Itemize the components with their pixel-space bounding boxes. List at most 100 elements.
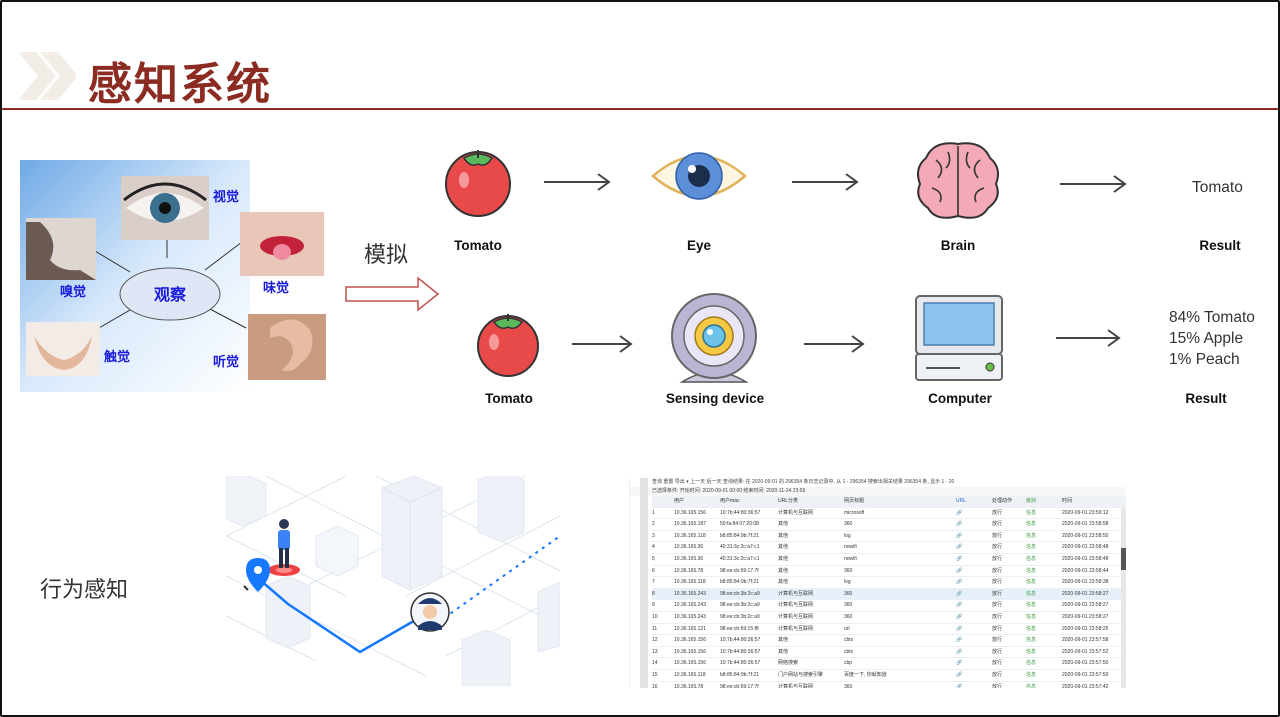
table-cell: 放行	[992, 590, 1003, 597]
table-header-cell: 时间	[1062, 498, 1073, 504]
table-cell: 🔗	[956, 509, 963, 516]
table-cell: 2020-09-01 23:58:27	[1062, 590, 1109, 597]
table-header-cell: 处理动作	[992, 498, 1013, 504]
table-cell: b8:85:84:9b:7f:21	[720, 579, 759, 586]
table-cell: 🔗	[956, 590, 963, 597]
result-line: 84% Tomato	[1169, 309, 1255, 326]
table-cell: 信息	[1026, 613, 1037, 620]
table-cell: 其他	[778, 637, 789, 644]
arrow-right-icon	[572, 335, 633, 353]
table-cell: 其他	[778, 567, 789, 574]
table-header-cell: 网页标题	[844, 498, 865, 504]
table-cell: 信息	[1026, 625, 1037, 632]
table-cell: 放行	[992, 579, 1003, 586]
webcam-sensor-icon	[671, 293, 757, 383]
senses-background	[20, 160, 326, 392]
machine-result-label: Result	[1185, 391, 1227, 406]
table-cell: 14	[652, 660, 658, 667]
table-cell: 10.36.165.118	[674, 671, 706, 678]
table-cell: 放行	[992, 521, 1003, 528]
arrow-right-icon	[544, 173, 611, 191]
table-cell: 8	[652, 590, 655, 597]
log-toolbar: 查询 重置 导出 ▾ 上一天 后一天 查询结果: 在 2020-09-01 的 …	[652, 479, 955, 485]
table-cell: 98:ee:cb:3b:2c:a9	[720, 590, 760, 597]
hands-photo-icon	[26, 322, 100, 376]
table-cell: 15	[652, 671, 658, 678]
table-cell: 2020-09-01 23:58:27	[1062, 602, 1109, 609]
table-cell: cbp	[844, 660, 853, 667]
table-cell: 2020-09-01 23:58:58	[1062, 521, 1109, 528]
taste-label: 味觉	[263, 281, 290, 296]
table-cell: 10.36.165.156	[674, 660, 706, 667]
table-cell: log	[844, 579, 851, 586]
isometric-route-illustration	[226, 476, 560, 686]
table-cell: 10.36.165.156	[674, 509, 706, 516]
chevron-decoration-icon	[18, 52, 76, 100]
table-cell: 98:ee:cb:69:17:7f	[720, 567, 759, 574]
table-cell: 网络搜索	[778, 660, 799, 667]
table-cell: 🔗	[956, 532, 963, 539]
table-cell: b8:85:84:9b:7f:21	[720, 532, 759, 539]
table-cell: 放行	[992, 648, 1003, 655]
arrow-right-icon	[1060, 175, 1127, 193]
table-cell: 10.36.165.78	[674, 683, 704, 689]
lips-photo-icon	[240, 212, 324, 276]
table-cell: 4	[652, 544, 655, 551]
tomato-icon	[477, 314, 539, 377]
human-result-text: Tomato	[1192, 179, 1243, 196]
table-cell: 放行	[992, 671, 1003, 678]
table-cell: 信息	[1026, 683, 1037, 689]
right-scrollbar[interactable]	[1121, 508, 1126, 688]
table-cell: cbtx	[844, 637, 854, 644]
table-cell: 2020-09-01 23:57:42	[1062, 683, 1109, 689]
police-avatar-icon	[410, 592, 450, 632]
table-header-cell: 级别	[1026, 498, 1037, 504]
table-cell: 🔗	[956, 521, 963, 528]
table-header-cell	[652, 496, 674, 507]
table-cell: 2020-09-01 23:57:52	[1062, 648, 1109, 655]
result-line: 1% Peach	[1169, 351, 1240, 368]
table-header-cell: 用户mac	[720, 498, 740, 504]
table-cell: 7	[652, 579, 655, 586]
machine-result-list: 84% Tomato 15% Apple 1% Peach	[1169, 307, 1255, 370]
table-cell: 信息	[1026, 637, 1037, 644]
table-cell: 信息	[1026, 579, 1037, 586]
table-cell: 50:fa:84:07:20:08	[720, 521, 759, 528]
eye-photo-icon	[121, 176, 209, 240]
table-cell: 10.36.165.156	[674, 648, 706, 655]
table-cell: 🔗	[956, 625, 963, 632]
table-cell: 2020-09-01 23:58:48	[1062, 544, 1109, 551]
table-cell: 360	[844, 683, 853, 689]
simulate-label: 模拟	[364, 243, 409, 268]
table-cell: nowifi	[844, 555, 857, 562]
table-cell: 信息	[1026, 555, 1037, 562]
table-cell: 3	[652, 532, 655, 539]
table-cell: 放行	[992, 602, 1003, 609]
arrow-right-icon	[804, 335, 865, 353]
table-cell: 信息	[1026, 671, 1037, 678]
table-cell: url	[844, 625, 850, 632]
table-cell: 信息	[1026, 648, 1037, 655]
table-cell: 门户网站与搜索引擎	[778, 671, 824, 678]
tomato-icon	[445, 150, 511, 217]
left-scrollbar[interactable]	[640, 478, 648, 688]
result-line: 15% Apple	[1169, 330, 1244, 347]
table-cell: 百度一下, 你就知道	[844, 671, 887, 678]
